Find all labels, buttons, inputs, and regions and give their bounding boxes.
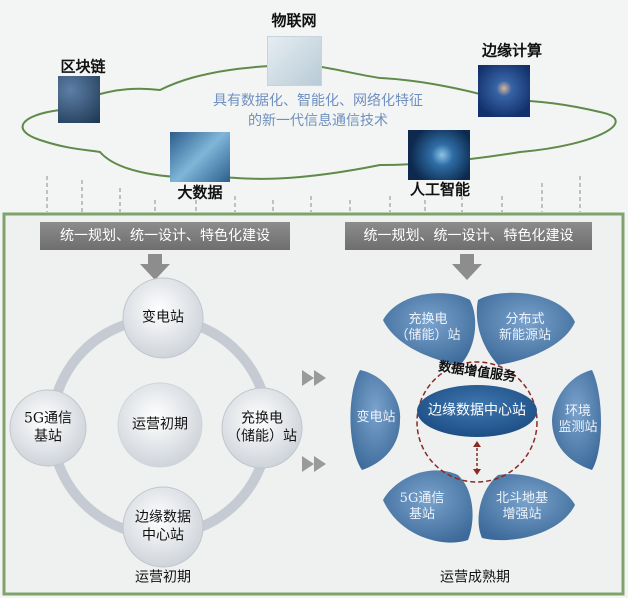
petal-text: 5G通信 xyxy=(399,490,445,506)
petal-5g-base-station: 5G通信 基站 xyxy=(400,491,445,524)
node-5g-base-station: 5G通信 基站 xyxy=(24,411,72,446)
banner-left: 统一规划、统一设计、特色化建设 xyxy=(40,222,290,250)
tech-cloud xyxy=(21,63,617,180)
node-text: 基站 xyxy=(34,428,62,444)
iot-label: 物联网 xyxy=(271,11,317,30)
petal-shape xyxy=(478,474,575,541)
center-edge-data-center: 边缘数据中心站 xyxy=(428,402,526,419)
node-circle xyxy=(122,277,204,359)
cloud-caption: 具有数据化、智能化、网络化特征 的新一代信息通信技术 xyxy=(213,91,423,131)
edge-computing-image xyxy=(478,65,530,117)
cloud-caption-line1: 具有数据化、智能化、网络化特征 xyxy=(213,93,423,109)
node-circle xyxy=(122,486,204,568)
petals xyxy=(350,292,601,543)
node-circle xyxy=(221,387,303,469)
petal-shape xyxy=(552,370,601,470)
ai-image xyxy=(408,130,470,180)
center-initial: 运营初期 xyxy=(132,416,188,433)
blockchain-image xyxy=(58,76,100,123)
node-edge-data-center: 边缘数据 中心站 xyxy=(135,510,191,545)
cloud-caption-line2: 的新一代信息通信技术 xyxy=(248,113,388,129)
petal-text: 充换电 xyxy=(408,311,448,327)
node-text: （储能）站 xyxy=(227,428,297,444)
iot-image xyxy=(267,36,322,86)
petal-substation: 变电站 xyxy=(356,409,396,425)
right-arrow-2 xyxy=(302,456,326,472)
center-ellipse xyxy=(417,385,537,437)
node-circle xyxy=(9,389,87,467)
big-data-label: 大数据 xyxy=(177,183,223,202)
data-service-ring xyxy=(416,361,538,483)
petal-text: 新能源站 xyxy=(498,328,552,343)
petal-text: （储能）站 xyxy=(395,328,461,343)
dashed-ticks xyxy=(46,176,581,212)
node-text: 5G通信 xyxy=(23,410,73,427)
petal-distributed-energy: 分布式 新能源站 xyxy=(499,312,551,345)
petal-text: 北斗地基 xyxy=(495,490,549,506)
petal-environment-monitoring: 环境 监测站 xyxy=(558,404,597,437)
blockchain-label: 区块链 xyxy=(60,57,106,76)
petal-text: 分布式 xyxy=(505,311,545,327)
petal-shape xyxy=(350,370,401,470)
petal-charging-station: 充换电 （储能）站 xyxy=(395,312,460,345)
mature-stage-title: 运营成熟期 xyxy=(440,569,510,586)
petal-beidou-station: 北斗地基 增强站 xyxy=(496,491,548,524)
edge-computing-label: 边缘计算 xyxy=(481,41,543,60)
down-arrow-right xyxy=(452,254,482,280)
petal-shape xyxy=(383,293,476,365)
node-text: 充换电 xyxy=(241,410,283,427)
petal-shape xyxy=(476,292,575,365)
node-charging-station: 充换电 （储能）站 xyxy=(227,411,297,446)
node-text: 中心站 xyxy=(142,527,184,543)
banner-right: 统一规划、统一设计、特色化建设 xyxy=(345,222,592,250)
petal-text: 监测站 xyxy=(558,420,598,435)
petal-text: 基站 xyxy=(408,507,435,522)
big-data-image xyxy=(170,132,230,182)
node-text: 边缘数据 xyxy=(135,509,191,526)
petal-text: 增强站 xyxy=(502,507,542,522)
initial-stage-title: 运营初期 xyxy=(135,569,191,586)
right-arrow-1 xyxy=(302,370,326,386)
node-substation: 变电站 xyxy=(142,309,184,326)
center-circle xyxy=(117,382,203,468)
ai-label: 人工智能 xyxy=(409,180,471,199)
petal-text: 环境 xyxy=(564,403,592,419)
down-arrow-left xyxy=(140,254,170,280)
petal-shape xyxy=(383,470,473,543)
